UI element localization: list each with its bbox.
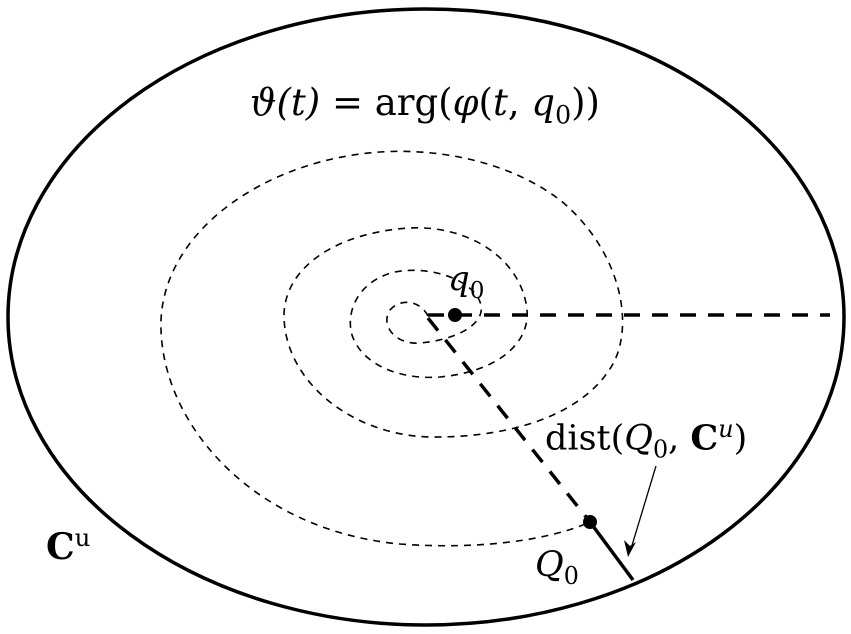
- outer-boundary-ellipse: [6, 7, 846, 627]
- theta-symbol: ϑ: [250, 81, 277, 124]
- arrow-head-icon: [624, 540, 636, 557]
- distance-segment: [588, 520, 635, 582]
- distance-arrow: [629, 465, 657, 553]
- title-formula: ϑ(t) = arg(φ(t, q0)): [250, 81, 600, 130]
- spiral-trajectory: [160, 150, 624, 547]
- diagonal-ray: [426, 316, 592, 524]
- center-point-q0: [448, 308, 462, 322]
- orbit-point-Q0: [583, 515, 597, 529]
- Q0-label: Q0: [535, 545, 579, 590]
- distance-label: dist(Q0, Cu): [545, 415, 748, 464]
- region-label-Cu: Cu: [46, 523, 91, 568]
- q0-label: q0: [448, 259, 485, 304]
